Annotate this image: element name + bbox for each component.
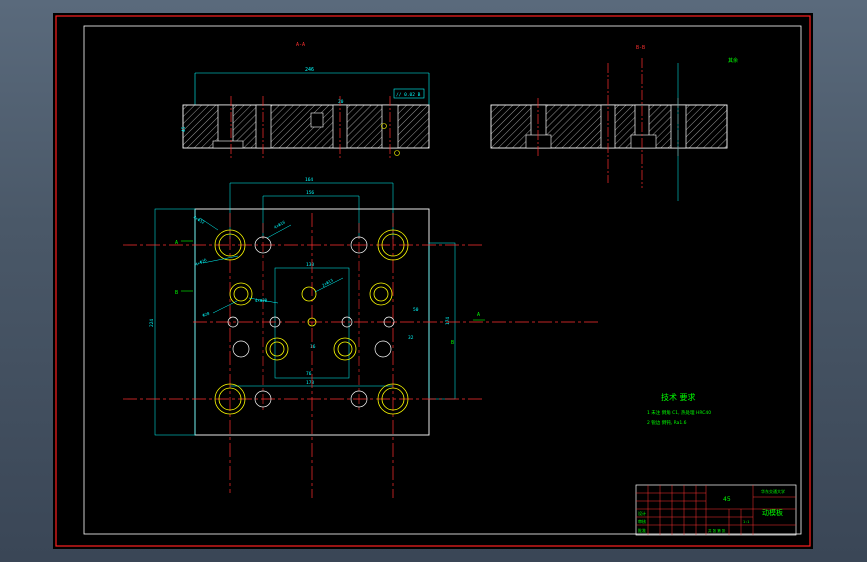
notes-title: 技术 要求	[661, 392, 696, 402]
hole-small	[350, 236, 368, 254]
hole-center	[301, 286, 317, 302]
hole-mid-inner	[269, 341, 285, 357]
hole-center-small	[307, 317, 317, 327]
dim-frame-right	[428, 242, 456, 400]
hole-mid	[229, 282, 253, 306]
section-b-label: B-B	[636, 45, 645, 51]
mid-holes	[229, 282, 393, 361]
drawing-canvas: A-A 246 // 0.02 B 45 20 B-B 其余	[53, 13, 813, 549]
hole-large-inner	[218, 233, 242, 257]
hole-large	[214, 383, 246, 415]
title-material: 45	[723, 496, 731, 503]
leader-line	[314, 277, 344, 293]
hole-small	[374, 340, 392, 358]
notes-line-1: 1 未注 倒角 C1, 热处理 HRC40	[647, 409, 711, 416]
hole-large	[214, 229, 246, 261]
hole-mid	[369, 282, 393, 306]
dim-text-178: 178	[306, 380, 314, 386]
section-a-view: A-A 246 // 0.02 B 45 20	[181, 42, 430, 158]
title-checker: 审核	[638, 518, 646, 524]
marker-a-left: A	[175, 240, 178, 246]
title-scale: 1:1	[743, 520, 749, 524]
bore-b-4	[670, 104, 687, 149]
dim-text-50: 50	[413, 307, 419, 313]
dim-text-174: 174	[445, 317, 451, 325]
cad-drawing: A-A 246 // 0.02 B 45 20 B-B 其余	[55, 15, 811, 547]
tolerance-text: // 0.02 B	[396, 92, 421, 98]
small-holes	[227, 236, 395, 408]
callout-mid-hole: 4×Φ20	[255, 298, 268, 303]
title-sheet: 共 张 第 张	[708, 528, 726, 533]
marker-b-left: B	[175, 290, 178, 296]
notes-line-2: 2 锐边 倒钝, Ra1.6	[647, 419, 687, 426]
hole-tiny	[383, 316, 395, 328]
title-school: 华东交通大学	[761, 488, 785, 494]
hole-large-inner	[218, 387, 242, 411]
outer-border	[55, 15, 811, 547]
callout-large-hole: 4×Φ32	[193, 215, 206, 226]
plan-view: 164 156 130 178 76 224 174 50 32 16 A B …	[123, 177, 598, 498]
title-block-grid	[636, 485, 796, 535]
callout-large-hole-2: 4×Φ26	[194, 257, 208, 267]
title-designer: 设计	[638, 510, 646, 516]
hole-small	[254, 390, 272, 408]
hole-tiny	[227, 316, 239, 328]
hole-large-inner	[381, 233, 405, 257]
inner-border	[83, 25, 802, 535]
hole-mid	[333, 337, 357, 361]
marker-a-right: A	[477, 312, 480, 318]
hole-mid-inner	[373, 286, 389, 302]
section-b-view: B-B 其余	[490, 45, 738, 201]
hole-mid-inner	[337, 341, 353, 357]
leader-line	[266, 224, 292, 239]
counterbore	[212, 140, 244, 149]
counterbore-b-1	[525, 134, 552, 149]
leader-line	[202, 255, 239, 264]
dim-text-156: 156	[306, 190, 314, 196]
leader-line	[199, 217, 219, 231]
counterbore-b-2	[630, 134, 657, 149]
dim-text-height: 45	[181, 126, 187, 132]
callout-mid-hole-2: 2×Φ13	[321, 277, 334, 288]
hole-tiny	[341, 316, 353, 328]
bore-2	[255, 104, 272, 149]
callout-small-hole: 4×Φ16	[273, 219, 286, 230]
dim-text-130: 130	[306, 262, 314, 268]
pocket	[310, 112, 324, 128]
hole-small	[232, 340, 250, 358]
leader-line	[248, 297, 279, 304]
marker-b-right: B	[451, 340, 454, 346]
dim-text-16: 16	[310, 344, 316, 350]
marker-circle	[381, 123, 387, 129]
scale-note: 其余	[728, 57, 738, 64]
hole-tiny	[269, 316, 281, 328]
title-block-frame	[635, 484, 797, 536]
section-a-label: A-A	[296, 42, 305, 48]
hole-large	[377, 383, 409, 415]
dim-text-depth: 20	[338, 99, 344, 105]
title-approver: 批准	[638, 527, 646, 533]
dim-text-76: 76	[306, 371, 312, 377]
hole-mid	[265, 337, 289, 361]
corner-holes	[214, 229, 409, 415]
dim-text-224: 224	[149, 319, 155, 327]
hole-large	[377, 229, 409, 261]
hole-mid-inner	[233, 286, 249, 302]
title-block: 华东交通大学 45 动模板 1:1 共 张 第 张 设计 审核 批准	[635, 484, 797, 536]
hole-small	[350, 390, 368, 408]
leaders	[199, 217, 344, 314]
callout-center-hole: Φ20	[202, 311, 211, 318]
leader-line	[212, 300, 238, 314]
title-part-name: 动模板	[762, 508, 783, 517]
dim-text-32: 32	[408, 335, 414, 341]
tolerance-frame	[393, 88, 425, 99]
dim-text-164: 164	[305, 177, 313, 183]
dim-text-width: 246	[305, 67, 314, 73]
marker-circle	[394, 150, 400, 156]
hole-large-inner	[381, 387, 405, 411]
hole-small	[254, 236, 272, 254]
technical-notes: 技术 要求 1 未注 倒角 C1, 热处理 HRC40 2 锐边 倒钝, Ra1…	[647, 392, 711, 426]
